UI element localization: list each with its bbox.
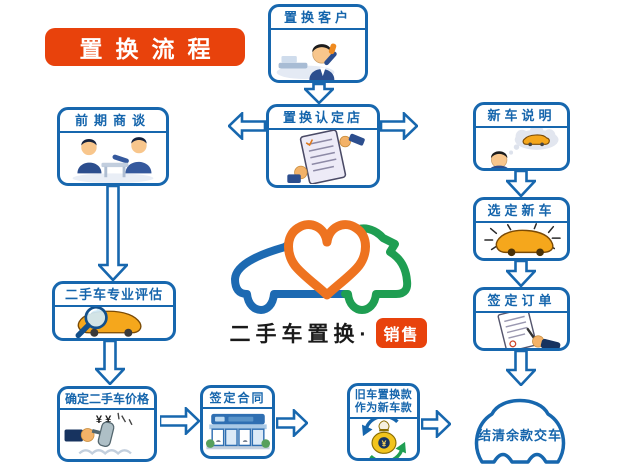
logo-text: 二手车置换· xyxy=(229,323,372,346)
car-magnifier-icon xyxy=(75,306,142,338)
checklist-icon xyxy=(287,130,365,185)
sign-document-icon xyxy=(497,312,560,348)
node-evaluation-title: 二手车专业评估 xyxy=(55,284,173,307)
node-payment: 旧车置换款 作为新车款 ¥ xyxy=(347,383,420,461)
thinking-about-car-icon xyxy=(490,127,559,168)
node-negotiation: 前期商谈 xyxy=(57,107,169,186)
node-customer-title: 置换客户 xyxy=(271,7,365,30)
arrow-customer-to-store xyxy=(304,83,334,104)
arrow-select-to-order xyxy=(506,261,536,287)
delivery-car-outline-icon xyxy=(474,398,566,464)
node-evaluation: 二手车专业评估 xyxy=(52,281,176,341)
arrow-price-to-contract xyxy=(160,407,200,435)
logo-caption: 二手车置换· 销售 xyxy=(212,318,444,348)
node-negotiation-title: 前期商谈 xyxy=(60,110,166,133)
logo-badge: 销售 xyxy=(376,318,427,348)
money-recycle-icon: ¥ xyxy=(361,419,406,458)
negotiation-people-icon xyxy=(72,136,154,183)
arrow-contract-to-payment xyxy=(276,409,308,437)
node-contract: 签定合同 xyxy=(200,385,275,459)
shiny-new-car-icon xyxy=(483,223,561,257)
arrow-negotiation-to-evaluation xyxy=(98,186,128,281)
node-price-title: 确定二手车价格 xyxy=(60,389,154,411)
heart-car-logo-icon xyxy=(231,220,412,314)
node-select-car-title: 选定新车 xyxy=(476,200,567,223)
dealership-store-icon xyxy=(205,413,270,449)
arrow-order-to-delivery xyxy=(506,351,536,386)
customer-phone-icon xyxy=(276,43,337,80)
arrow-newcar-to-select xyxy=(506,171,536,197)
arrow-payment-to-delivery xyxy=(421,410,451,438)
arrow-evaluation-to-price xyxy=(95,341,125,385)
node-order: 签定订单 xyxy=(473,287,570,351)
node-store: 置换认定店 xyxy=(266,104,380,188)
node-new-car-intro: 新车说明 xyxy=(473,102,570,171)
node-order-title: 签定订单 xyxy=(476,290,567,313)
gavel-price-icon: ¥ ¥ xyxy=(64,412,133,455)
node-delivery: 结清余款交车 xyxy=(468,388,572,472)
node-customer: 置换客户 xyxy=(268,4,368,83)
arrow-store-to-negotiation xyxy=(228,112,266,140)
node-contract-title: 签定合同 xyxy=(203,388,272,410)
node-select-car: 选定新车 xyxy=(473,197,570,261)
node-delivery-title: 结清余款交车 xyxy=(477,428,562,443)
svg-text:¥: ¥ xyxy=(381,438,386,448)
node-price: 确定二手车价格 ¥ ¥ xyxy=(57,386,157,462)
node-payment-title: 旧车置换款 作为新车款 xyxy=(350,386,417,420)
node-payment-title-line2: 作为新车款 xyxy=(354,402,413,415)
node-payment-title-line1: 旧车置换款 xyxy=(354,389,413,401)
arrow-store-to-new-car xyxy=(380,112,418,140)
node-store-title: 置换认定店 xyxy=(269,107,377,130)
node-new-car-intro-title: 新车说明 xyxy=(476,105,567,128)
page-title: 置换流程 xyxy=(45,28,245,66)
